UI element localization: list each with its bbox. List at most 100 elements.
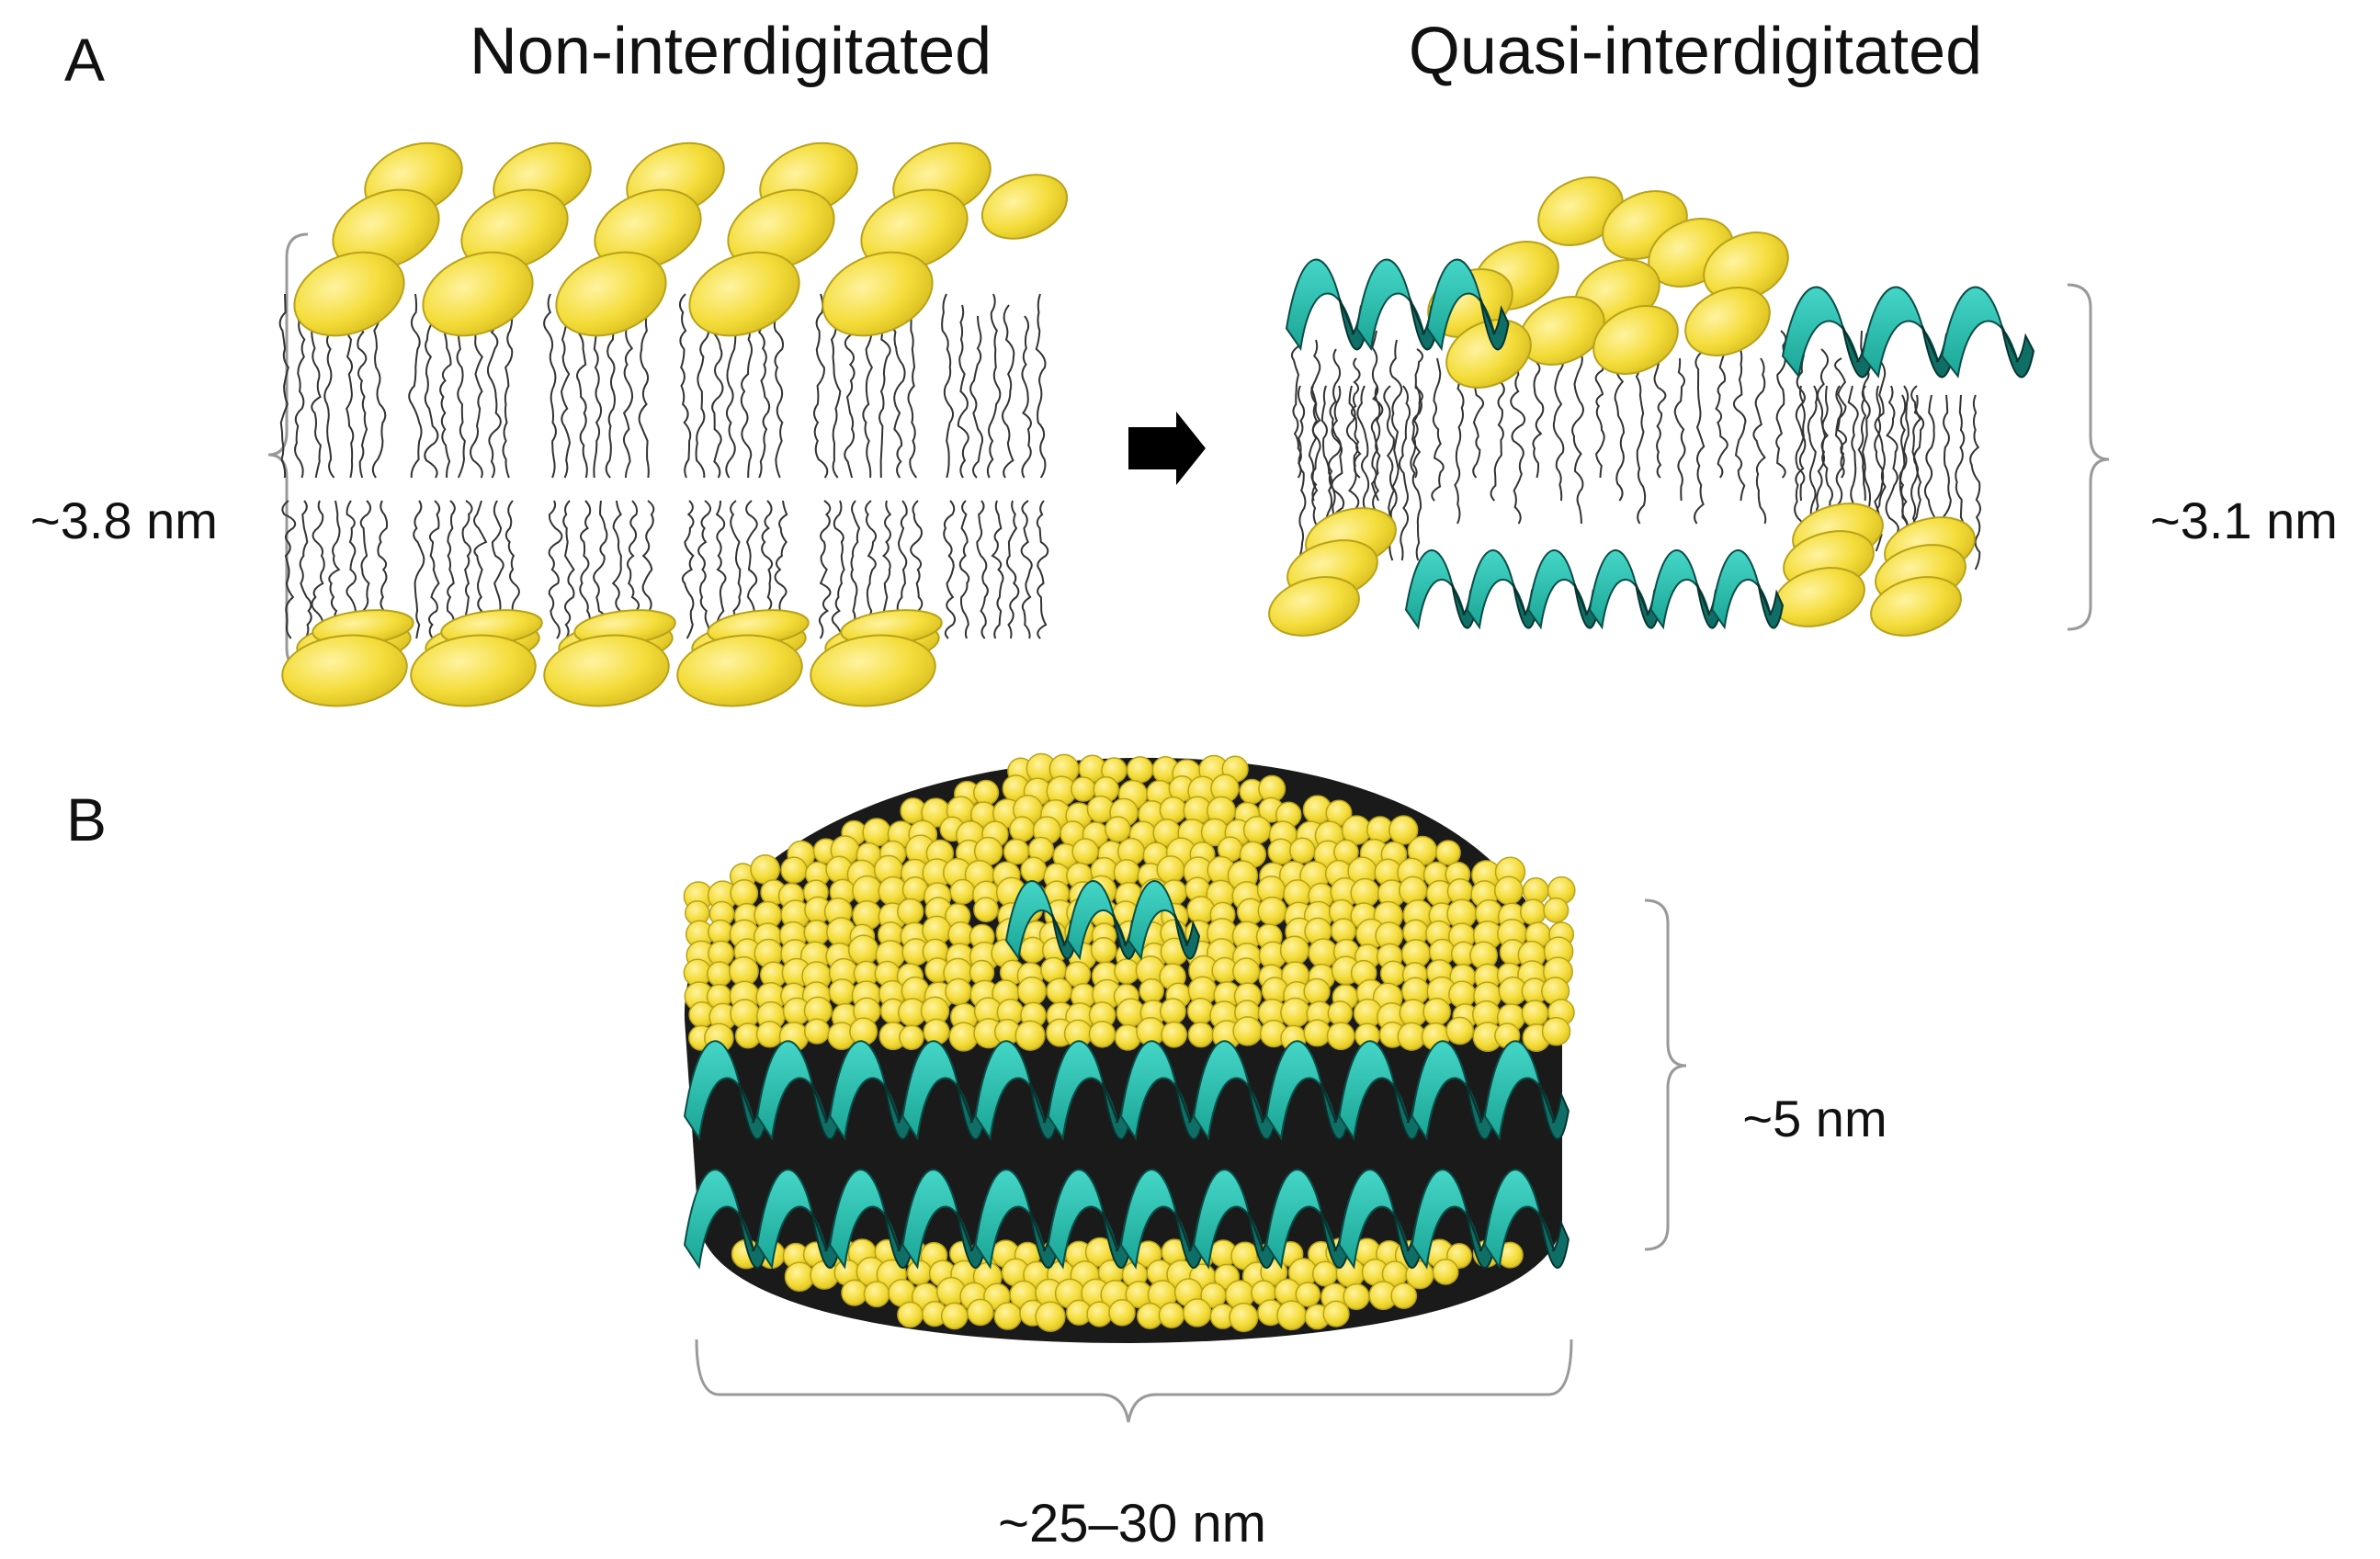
nanodisc [683,752,1576,1343]
lipid-head [967,1298,994,1327]
lipid-tail [1410,385,1422,561]
lipid-head [1521,1000,1549,1027]
lipid-head [1113,858,1140,886]
helix-ribbon-back [1538,1082,1570,1141]
lipid-tail [1328,348,1342,525]
lipid-head [1343,1282,1370,1311]
lipid-head [1494,876,1524,906]
lipid-tail [502,293,515,479]
lipid-tail [697,500,712,639]
lipid-tail [711,315,724,479]
lipid-head [1379,960,1407,987]
lipid-head [1684,287,1771,356]
lipid-head [1159,998,1186,1025]
lipid-head [1020,856,1048,884]
lipid-head [841,1279,868,1306]
helix-ribbon-front [1285,258,1354,352]
lipid-tail [1297,385,1307,561]
lipid-head [1161,1021,1188,1048]
lipid-head [1183,1298,1212,1327]
lipid-tail [1673,357,1686,502]
lipid-head [1435,840,1461,866]
lipid-head [281,634,408,707]
lipid-tail [1036,500,1049,639]
lipid-tail [1398,385,1411,561]
right-arrow-icon [1128,412,1206,485]
lipid-tail [1021,315,1032,479]
lipid-tail [548,500,563,639]
lipid-tail [1732,348,1747,502]
lipid-tail [1431,357,1445,502]
lipid-tail [844,315,858,479]
lipid-head [863,1281,890,1308]
helix-ribbon-front [1649,549,1710,630]
lipid-head [906,1260,933,1285]
lipid-tail [1002,304,1015,479]
lipid-head [1422,997,1451,1026]
lipid-tail [622,315,634,479]
non-interdigitated-bilayer [278,141,1069,707]
lipid-tail [562,500,575,639]
lipid-head [1541,1016,1571,1046]
panel-a-letter: A [64,26,105,94]
lipid-head [1086,795,1115,823]
lipid-tail [439,315,452,479]
lipid-tail [681,500,695,639]
helix-ribbon-front [1588,549,1649,630]
helix-ribbon-front [1941,286,2019,378]
alpha-helix [1285,258,1510,352]
panel-a-left-title: Non-interdigitated [470,15,992,88]
lipid-tail [715,500,727,639]
lipid-head [1071,838,1099,865]
lipid-tail [740,304,754,479]
lipid-tail [278,293,289,479]
lipid-head [1105,816,1131,842]
lipid-tail [976,500,989,639]
lipid-head [1543,897,1570,923]
lipid-head [1303,977,1331,1005]
lipid-tail [757,315,771,479]
lipid-head [1088,1020,1116,1048]
lipid-head [543,634,670,707]
helix-ribbon-back [1757,582,1785,629]
lipid-tail [1020,500,1033,639]
lipid-tail [408,293,423,479]
lipid-head [860,188,969,271]
lipid-head [1311,1260,1338,1287]
lipid-head [1592,305,1679,375]
lipid-head [948,1022,979,1052]
lipid-head [780,856,808,884]
lipid-head [1268,576,1360,637]
panel-b-letter: B [66,785,107,853]
alpha-helix [1404,549,1601,630]
lipid-tail [294,304,306,479]
lipid-tail [576,315,588,479]
lipid-tail [695,304,709,479]
lipid-tail [773,293,785,479]
lipid-tail [357,315,368,479]
lipid-tail [1389,339,1403,525]
lipid-head [1326,1022,1355,1051]
lipid-head [1397,1022,1426,1051]
lipid-head [1090,936,1117,964]
lipid-head [949,878,976,905]
lipid-tail [1969,394,1981,571]
lipid-head [828,978,856,1006]
helix-ribbon-back [1479,298,1510,351]
lipid-head [1279,935,1309,966]
lipid-head [1448,980,1477,1009]
lipid-tail [424,304,439,479]
lipid-head [293,251,405,337]
lipid-head [1156,855,1185,885]
lipid-head [707,961,733,988]
lipid-head [1114,958,1140,985]
lipid-tail [371,293,387,479]
lipid-head [862,818,891,847]
lipid-tail [1653,348,1667,479]
lipid-head [1308,938,1339,968]
helix-ribbon-front [1527,549,1588,630]
lipid-tail [943,500,957,639]
lipid-head [1019,936,1047,964]
lipid-tail [1005,500,1020,639]
lipid-head [1445,1016,1475,1045]
